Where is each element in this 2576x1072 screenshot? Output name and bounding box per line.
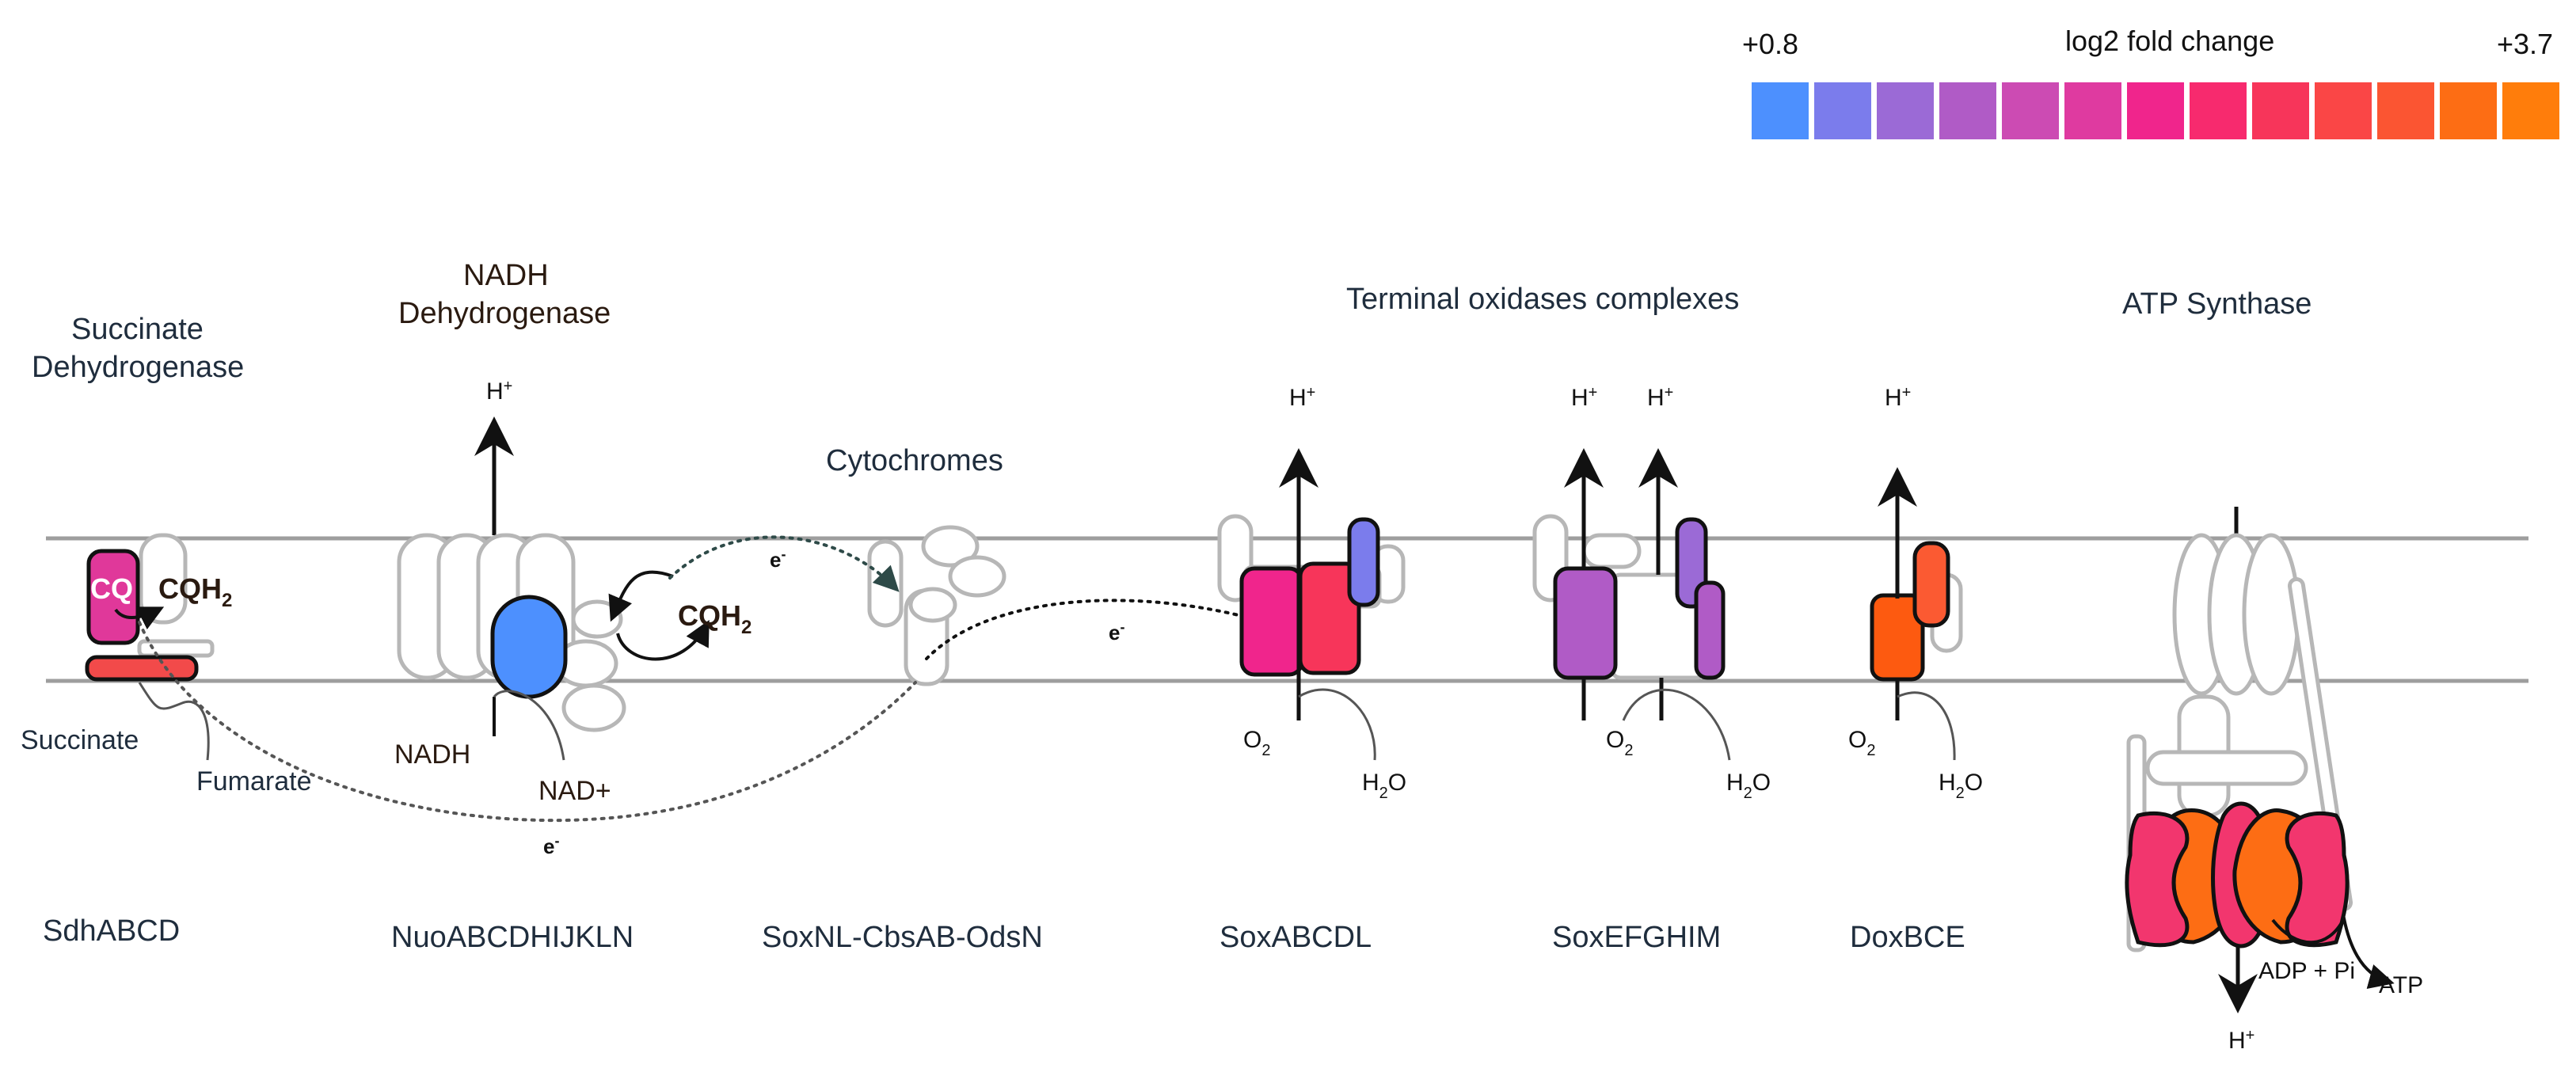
soxefghim-subunit-g [1694, 580, 1726, 680]
sdh-complex: Succinate Dehydrogenase CQ CQH2 Succinat… [21, 313, 312, 948]
soxefghim-hplus-1: H+ [1571, 384, 1597, 411]
doxbce-subunit-2 [1912, 541, 1950, 628]
doxbce-reaction-arc [1897, 691, 1956, 761]
sdh-cq-arrow [114, 606, 165, 630]
fumarate-label: Fumarate [196, 766, 312, 796]
soxefghim-o2: O2 [1606, 727, 1633, 759]
soxefghim-hplus-2: H+ [1647, 384, 1673, 411]
legend-swatch [2252, 82, 2309, 139]
sdh-cq-subunit [86, 549, 140, 645]
atp-adp-label: ADP + Pi [2258, 958, 2355, 984]
atp-synthesis-arrow [2271, 913, 2395, 989]
cyt-outline-1 [867, 539, 904, 628]
atp-synthase-complex: ATP Synthase H+ ADP + Pi ATP [2122, 287, 2423, 1054]
sdh-base-subunit [85, 655, 199, 682]
doxbce-o2: O2 [1848, 727, 1875, 759]
legend-swatch [2127, 82, 2184, 139]
nuo-hplus-label: H+ [486, 378, 512, 405]
sdh-cqh2-label: CQH2 [158, 572, 232, 611]
doxbce-hplus: H+ [1885, 384, 1911, 411]
electron-label-1: e- [770, 546, 786, 572]
nuo-name: NuoABCDHIJKLN [391, 921, 634, 954]
nuo-outline-6 [561, 683, 626, 732]
nadh-label: NADH [394, 739, 470, 770]
nuo-reaction-arc [493, 690, 565, 761]
electron-label-3: e- [543, 833, 559, 858]
soxabcdl-h2o: H2O [1362, 770, 1406, 802]
soxabcdl-hplus: H+ [1289, 384, 1315, 411]
nuo-title-line1: NADH [463, 259, 549, 292]
soxefghim-subunit-e [1553, 566, 1618, 680]
soxefghim-outline-2 [1581, 533, 1642, 569]
electron-label-2: e- [1109, 619, 1124, 644]
legend-swatch [2002, 82, 2059, 139]
legend-swatch [1814, 82, 1871, 139]
soxabcdl-complex: H+ O2 H2O SoxABCDL [1217, 384, 1406, 954]
atp-hplus: H+ [2228, 1027, 2254, 1054]
legend-max-label: +3.7 [2497, 28, 2553, 60]
soxefghim-complex: H+ H+ O2 H2O SoxEFGHIM [1532, 384, 1771, 954]
legend-swatches [1752, 82, 2559, 139]
atp-f1-left-pink [2125, 811, 2190, 948]
legend-swatch [2377, 82, 2434, 139]
soxabcdl-subunit-c [1347, 517, 1380, 607]
atp-title: ATP Synthase [2122, 287, 2312, 321]
nuo-title-line2: Dehydrogenase [398, 297, 611, 330]
legend-swatch [1939, 82, 1996, 139]
legend-swatch [1752, 82, 1809, 139]
doxbce-name: DoxBCE [1850, 921, 1965, 954]
cyt-title: Cytochromes [826, 444, 1003, 477]
nuo-cqh2-arc-2 [616, 619, 710, 661]
atp-c-ring-3 [2242, 533, 2300, 696]
legend-swatch [2315, 82, 2372, 139]
soxabcdl-subunit-a [1239, 566, 1304, 677]
cyt-outline-4 [948, 555, 1006, 598]
legend-swatch [2190, 82, 2247, 139]
sdh-title-line2: Dehydrogenase [32, 351, 244, 384]
cyt-name: SoxNL-CbsAB-OdsN [762, 921, 1043, 954]
atp-crossbar-outline [2145, 750, 2308, 786]
cyt-outline-5 [908, 587, 957, 623]
doxbce-h2o: H2O [1939, 770, 1983, 802]
electron-path-sdh-cyt [138, 621, 917, 823]
legend-min-label: +0.8 [1742, 28, 1798, 60]
terminal-title: Terminal oxidases complexes [1346, 283, 1739, 316]
legend: +0.8 log2 fold change +3.7 [1742, 25, 2559, 139]
nuo-cqh2-label: CQH2 [678, 599, 751, 638]
soxabcdl-name: SoxABCDL [1220, 921, 1372, 954]
sdh-outline-bar [137, 639, 215, 658]
nuo-complex: NADH Dehydrogenase H+ CQH2 NADH NAD+ Nuo… [391, 259, 751, 954]
cyt-outline-3 [921, 525, 980, 568]
soxabcdl-reaction-arc [1298, 688, 1376, 761]
nuo-active-subunit [490, 595, 568, 699]
legend-title: log2 fold change [2065, 25, 2274, 57]
sdh-title-line1: Succinate [71, 313, 204, 346]
soxefghim-name: SoxEFGHIM [1552, 921, 1721, 954]
atp-atp-label: ATP [2379, 972, 2423, 998]
legend-swatch [2064, 82, 2121, 139]
soxefghim-h2o: H2O [1726, 770, 1771, 802]
legend-swatch [2502, 82, 2559, 139]
sdh-reaction-arc [138, 682, 210, 761]
nuo-outline-7 [571, 599, 623, 639]
cyt-complex: Cytochromes SoxNL-CbsAB-OdsN [762, 444, 1043, 954]
soxabcdl-o2: O2 [1243, 727, 1270, 759]
nadplus-label: NAD+ [538, 776, 611, 806]
sdh-name: SdhABCD [43, 914, 180, 948]
succinate-label: Succinate [21, 725, 139, 755]
sdh-cq-label: CQ [90, 572, 133, 605]
electron-path-nuo-cyt [668, 535, 900, 592]
legend-swatch [2440, 82, 2497, 139]
soxefghim-reaction-arc [1622, 688, 1731, 761]
nuo-cqh2-arc-1 [608, 570, 674, 622]
doxbce-complex: H+ O2 H2O DoxBCE [1848, 384, 1983, 954]
legend-swatch [1877, 82, 1934, 139]
electron-flow: e- e- e- [138, 535, 1305, 858]
